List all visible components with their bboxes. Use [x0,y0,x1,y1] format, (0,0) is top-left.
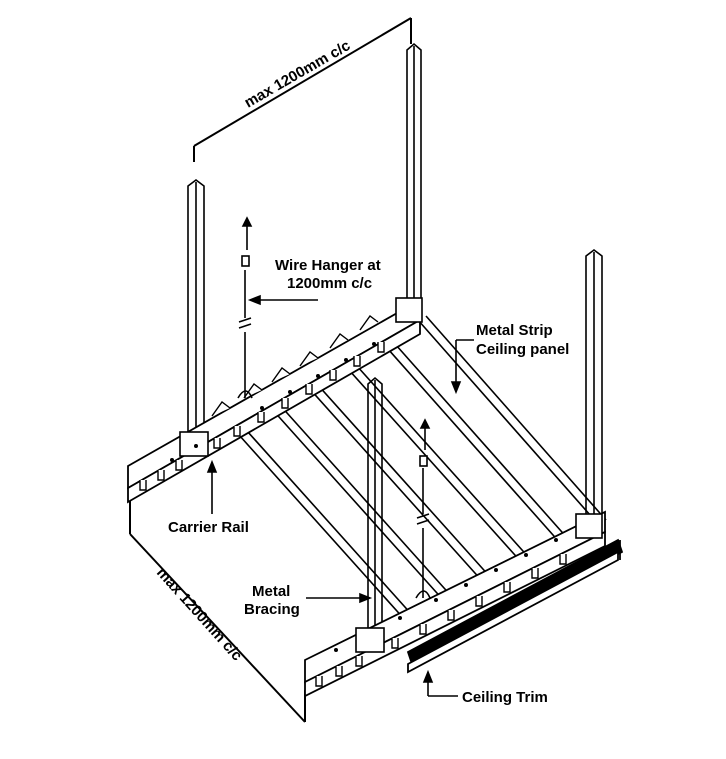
carrier-rail-front-holes [334,538,558,652]
wire-hanger-front [415,418,431,599]
leader-wire-hanger [247,294,318,306]
strip-1 [221,411,414,621]
carrier-rail-back [127,297,423,504]
bracket-front-left [355,627,385,653]
label-wire-hanger-line2: 1200mm c/c [287,275,372,292]
label-wire-hanger-line1: Wire Hanger at [275,257,381,274]
leader-carrier-rail [206,459,218,514]
dimension-label-side: max 1200mm c/c [153,564,245,664]
carrier-rail-front [304,510,606,698]
bracket-front-right [575,513,603,539]
leader-ceiling-trim [422,669,458,697]
label-metal-bracing-line2: Bracing [244,601,300,618]
wire-hanger-back [237,216,253,399]
strip-4 [339,355,532,565]
label-metal-strip-line2: Ceiling panel [476,341,569,358]
label-metal-strip-line1: Metal Strip [476,322,553,339]
bracket-back-left [179,431,209,457]
carrier-rail-front-notches [315,554,567,687]
label-ceiling-trim: Ceiling Trim [462,689,548,706]
dimension-label-top: max 1200mm c/c [242,37,354,111]
label-metal-bracing-line1: Metal [252,583,290,600]
ceiling-trim [406,538,624,674]
carrier-rail-back-notches [139,342,385,491]
strip-3 [299,373,492,583]
hanger-post-front-right [585,249,603,519]
hanger-post-back-left [187,179,205,433]
bracket-back-right [395,297,423,323]
carrier-rail-back-holes [170,342,376,462]
strip-5 [379,335,570,545]
label-carrier-rail: Carrier Rail [168,519,249,536]
hanger-post-front-left [367,376,383,631]
dimension-line-top [193,17,412,162]
leader-metal-bracing [306,592,373,604]
hanger-post-back-right [406,42,422,311]
carrier-rail-back-teeth [211,315,379,417]
leader-metal-strip [450,339,474,395]
